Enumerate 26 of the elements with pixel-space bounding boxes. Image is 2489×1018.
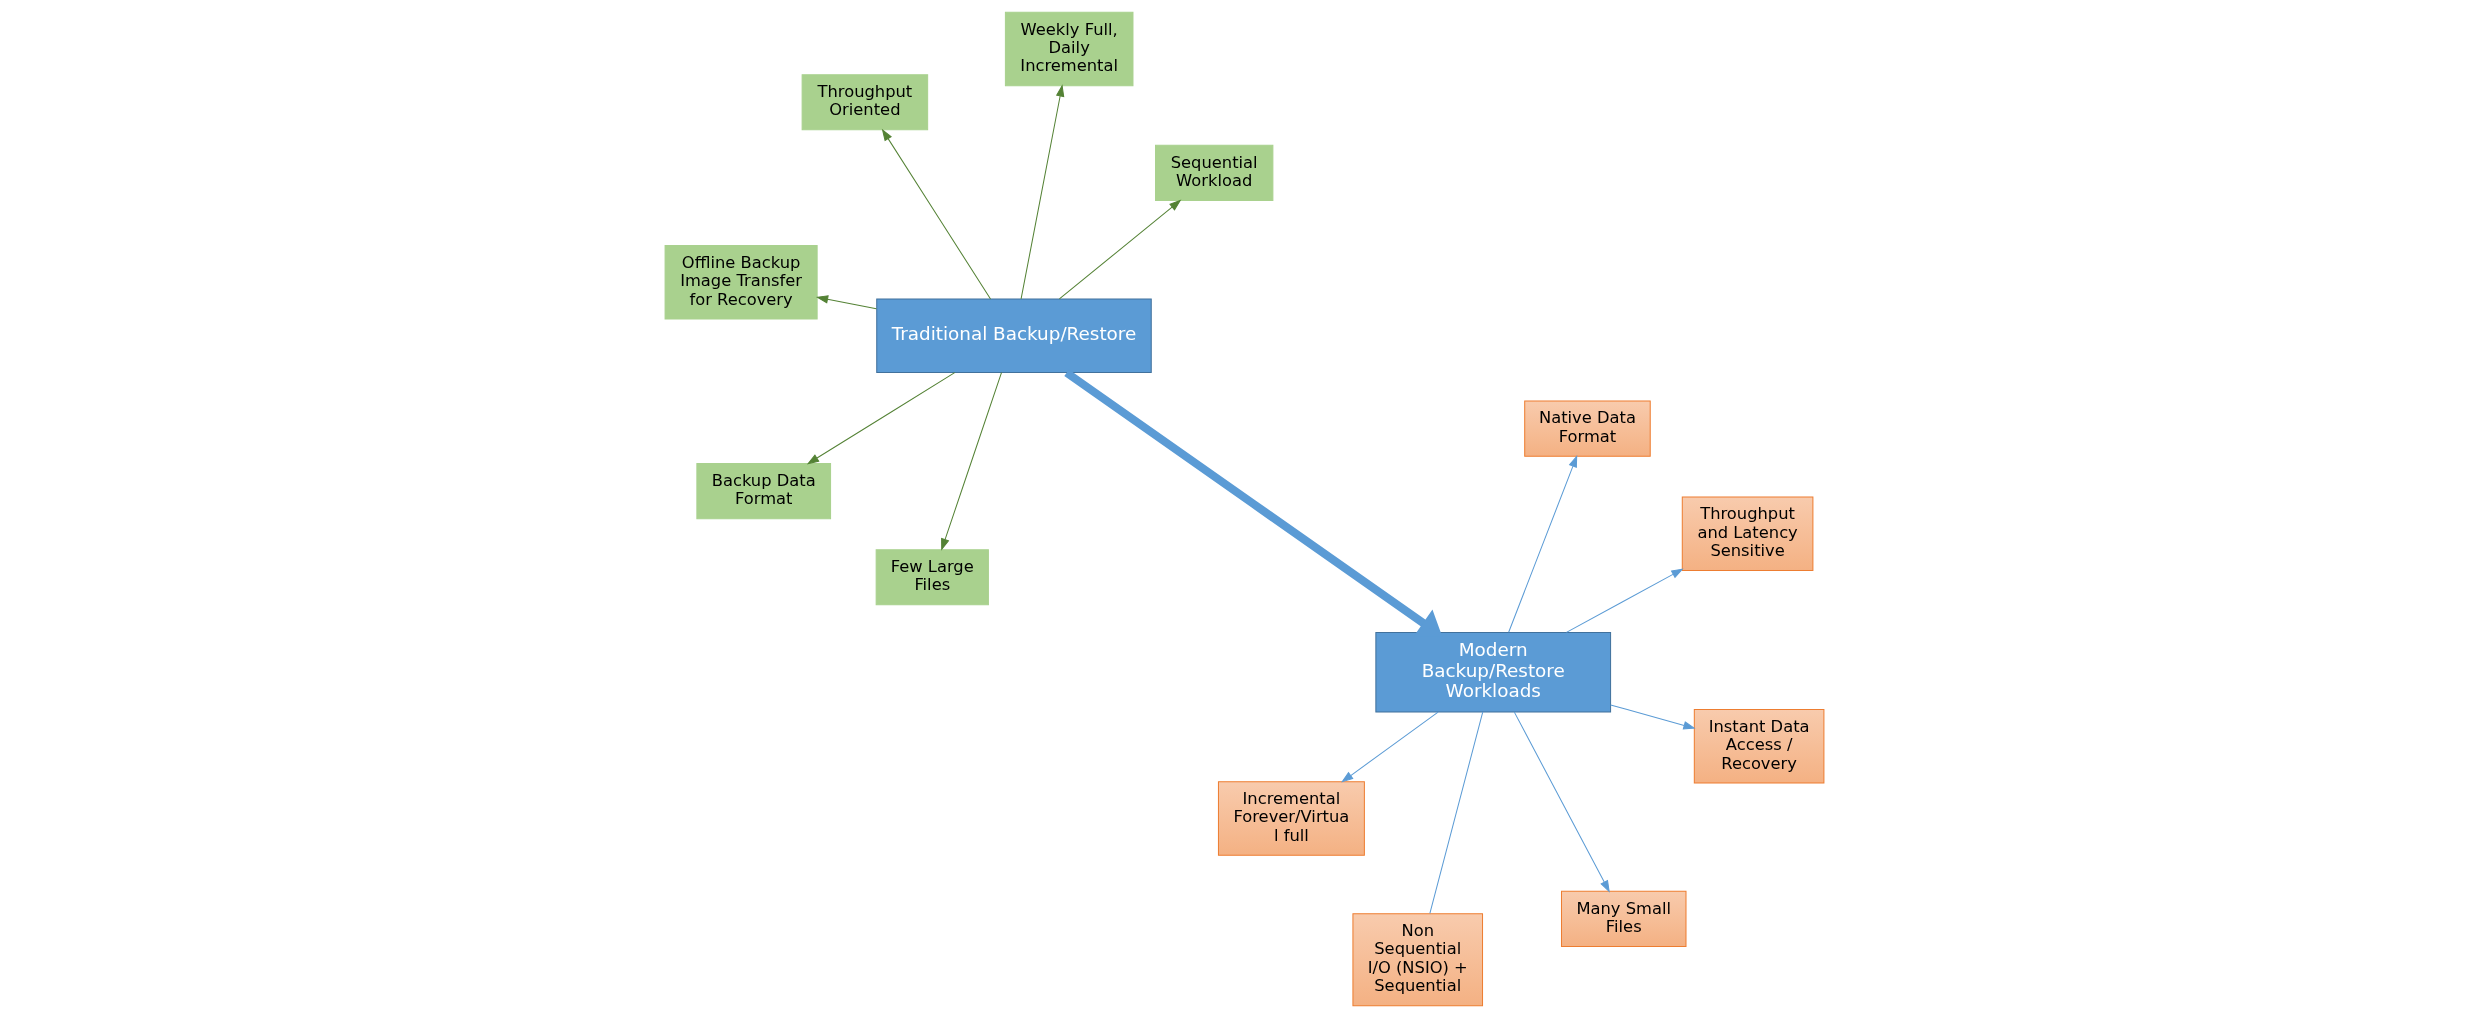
arrow (806, 372, 956, 465)
arrow (1341, 711, 1439, 783)
node-box: Throughput and Latency Sensitive (1681, 496, 1814, 571)
arrow (1020, 84, 1065, 300)
node-box: Throughput Oriented (801, 74, 929, 131)
node-box: Modern Backup/Restore Workloads (1375, 631, 1612, 713)
node-box: Offline Backup Image Transfer for Recovery (664, 245, 818, 320)
arrow (1508, 455, 1578, 633)
arrow (1058, 199, 1182, 300)
node-box: Native Data Format (1524, 400, 1651, 457)
node-box: Non Sequential I/O (NSIO) + Sequential (1352, 913, 1484, 1007)
node-box: Weekly Full, Daily Incremental (1004, 11, 1134, 87)
arrow (881, 128, 992, 300)
node-box: Instant Data Access / Recovery (1693, 709, 1825, 784)
node-box: Many Small Files (1561, 890, 1687, 947)
arrow (1565, 568, 1684, 633)
arrow (941, 372, 1002, 551)
node-box: Few Large Files (875, 549, 989, 606)
connector (1429, 711, 1484, 914)
node-box: Traditional Backup/Restore (876, 298, 1152, 373)
node-box: Incremental Forever/Virtua l full (1217, 781, 1365, 856)
arrow (1610, 704, 1696, 730)
node-box: Sequential Workload (1155, 144, 1274, 201)
node-box: Backup Data Format (696, 463, 832, 520)
arrow (1513, 711, 1610, 893)
arrow (815, 295, 877, 310)
